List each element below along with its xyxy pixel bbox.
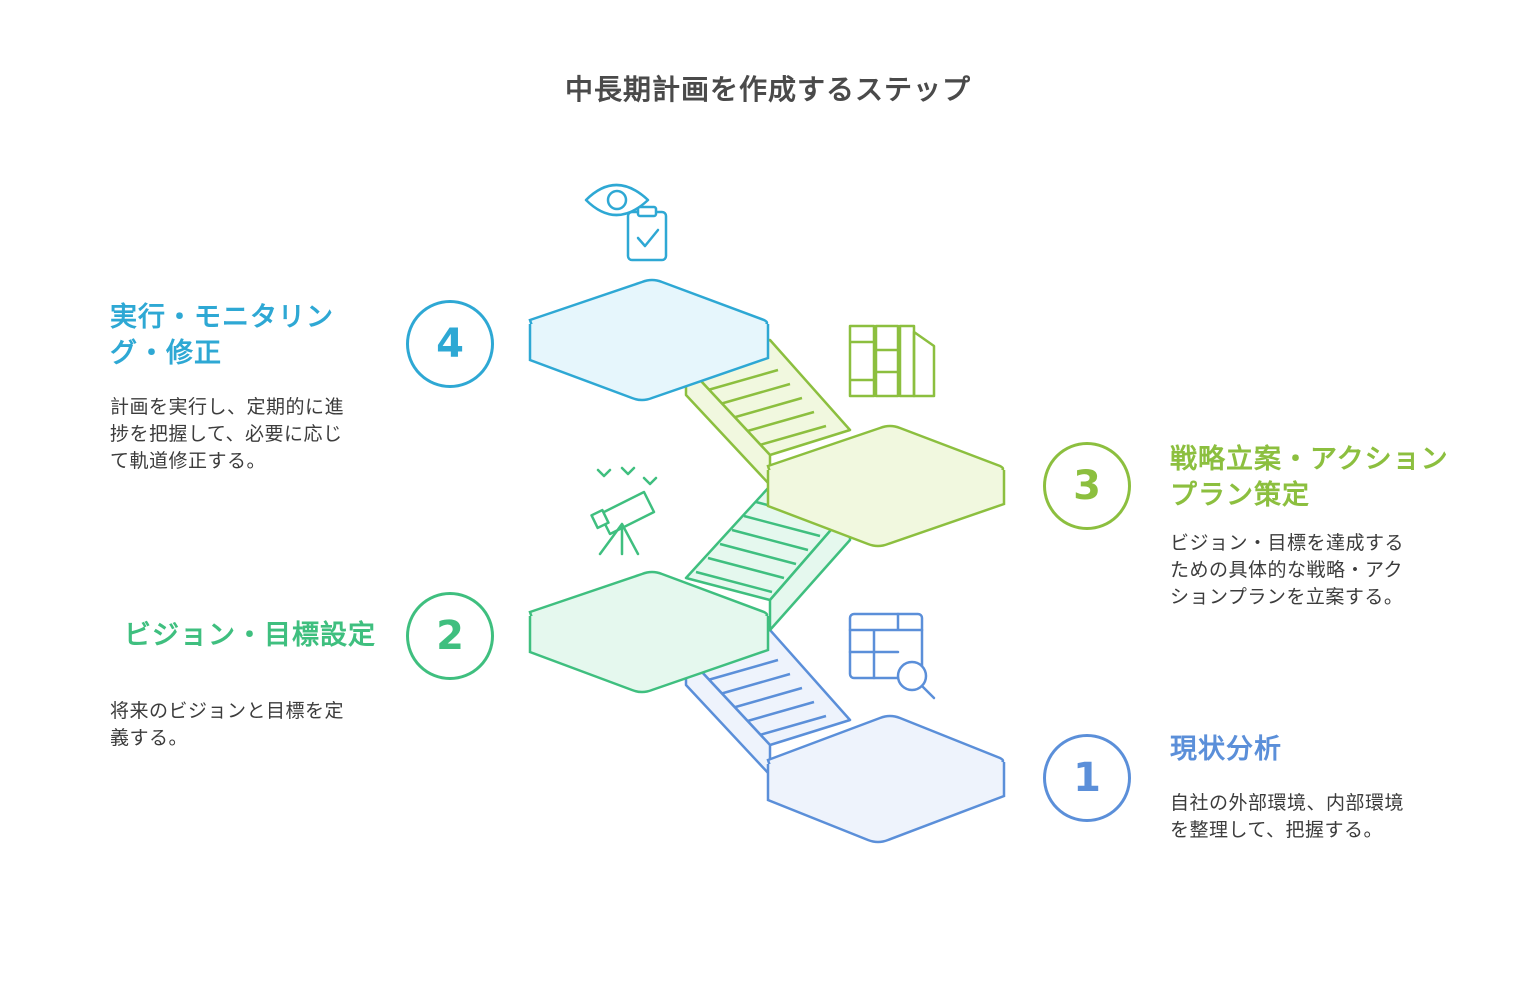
platform-step1 [766,714,1006,844]
step1-description: 自社の外部環境、内部環境を整理して、把握する。 [1170,792,1405,841]
eye-clipboard-icon [584,183,668,262]
step2-description: 将来のビジョンと目標を定義する。 [110,700,345,749]
step2-number-badge: 2 [406,592,494,680]
table-magnifier-icon [848,612,936,700]
step4-number-badge: 4 [406,300,494,388]
step3-number-badge: 3 [1043,442,1131,530]
step4-description: 計画を実行し、定期的に進捗を把握して、必要に応じて軌道修正する。 [110,396,345,472]
books-icon [848,324,936,398]
telescope-icon [590,466,658,556]
step3-description: ビジョン・目標を達成するための具体的な戦略・アクションプランを立案する。 [1170,532,1405,608]
platform-step2 [528,570,770,694]
step1-title: 現状分析 [1170,734,1282,765]
page-title: 中長期計画を作成するステップ [564,73,971,106]
step3-title: 戦略立案・アクションプラン策定 [1170,444,1449,511]
step4-title: 実行・モニタリング・修正 [110,302,334,369]
step2-title: ビジョン・目標設定 [124,620,376,651]
platform-step4 [528,278,770,402]
step1-number-badge: 1 [1043,734,1131,822]
platform-step3 [766,424,1006,548]
